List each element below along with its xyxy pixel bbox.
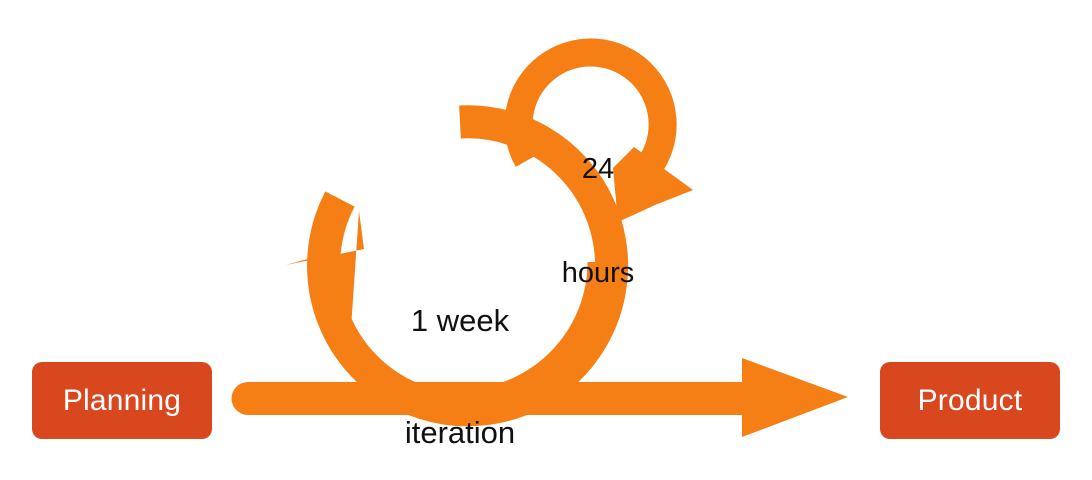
sprint-loop-label: 1 week iteration bbox=[360, 228, 560, 480]
product-node[interactable]: Product bbox=[880, 362, 1060, 439]
daily-loop-label-line1: 24 bbox=[581, 152, 615, 185]
planning-node-label: Planning bbox=[62, 383, 182, 417]
product-node-label: Product bbox=[917, 383, 1023, 417]
sprint-loop-label-line1: 1 week bbox=[410, 303, 510, 339]
daily-loop-label-line2: hours bbox=[561, 256, 635, 289]
sprint-loop-label-line2: iteration bbox=[404, 414, 516, 450]
daily-loop-arrow bbox=[504, 38, 693, 222]
sprint-loop-arrow bbox=[286, 105, 628, 427]
planning-node[interactable]: Planning bbox=[32, 362, 212, 439]
daily-loop-label: 24 hours bbox=[523, 82, 673, 360]
